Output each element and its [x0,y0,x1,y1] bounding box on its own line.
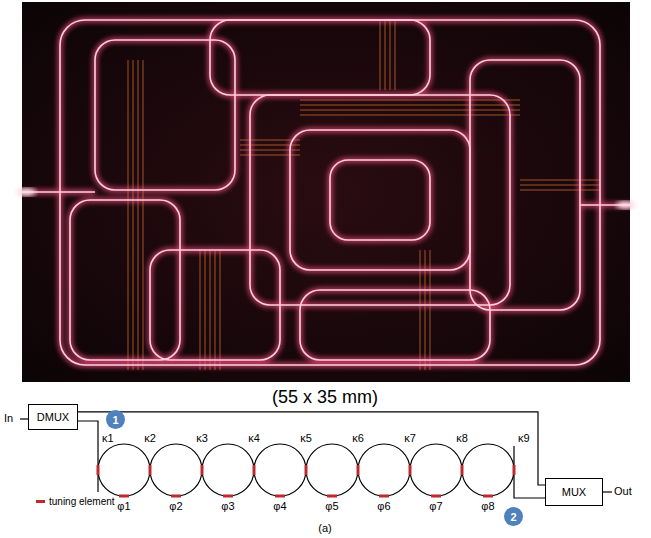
signal-name: Out [614,485,632,498]
tuning-elements [97,465,516,498]
coupling-label: κ4 [248,432,260,445]
phase-label: φ3 [221,500,234,513]
callout-number: 1 [112,414,118,426]
coupling-label: κ5 [300,432,312,445]
phase-label: φ6 [377,500,390,513]
coupling-label: κ3 [196,432,208,445]
connector-line [78,412,545,485]
coupling-label: κ6 [352,432,364,445]
mux-box: MUX [545,478,603,506]
callout-number: 1 [106,410,125,429]
legend-swatch [36,500,45,503]
coupling-label: κ1 [102,432,114,445]
waveguide-connector [78,412,545,485]
ring-chain [98,444,514,496]
box-label: MUX [562,486,586,498]
coupling-label: κ7 [404,432,416,445]
coupling-label: κ8 [456,432,468,445]
callout-number: 2 [504,507,523,526]
phase-label: φ4 [273,500,286,513]
coupling-label: κ9 [518,432,530,445]
dmux-box: DMUX [28,404,78,430]
bus-waveguides [20,419,612,498]
phase-label: φ1 [117,500,130,513]
phase-label: φ5 [325,500,338,513]
figure-label: (a) [318,522,331,535]
phase-label: φ8 [481,500,494,513]
chip-photo [16,2,636,382]
legend-text: tuning element [49,495,115,508]
dimension-label: (55 x 35 mm) [272,386,378,408]
phase-label: φ7 [429,500,442,513]
phase-label: φ2 [169,500,182,513]
coupling-label: κ2 [144,432,156,445]
signal-name: In [4,412,13,425]
callout-number: 2 [510,511,516,523]
box-label: DMUX [37,411,69,423]
